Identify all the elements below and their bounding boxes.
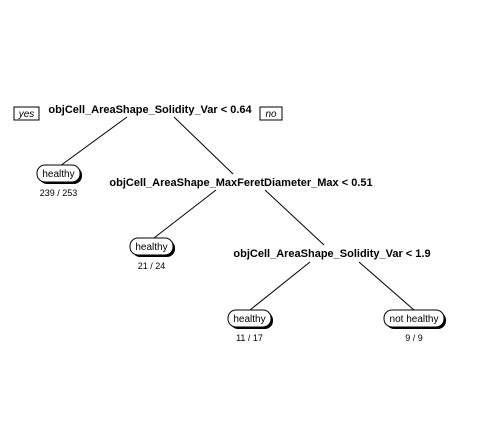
edge-root-to-split-2 xyxy=(173,116,234,175)
leaf-1-count: 239 / 253 xyxy=(40,188,78,198)
leaf-4-count: 9 / 9 xyxy=(405,333,423,343)
leaf-3-class: healthy xyxy=(233,314,265,325)
no-branch-label: no xyxy=(259,106,283,121)
leaf-1-class: healthy xyxy=(42,169,74,180)
leaf-4-class: not healthy xyxy=(390,314,439,325)
leaf-node-2: healthy 21 / 24 xyxy=(129,237,175,271)
edge-split-3-to-leaf-3 xyxy=(249,261,311,311)
no-label-text: no xyxy=(265,109,277,120)
edge-root-to-leaf-1 xyxy=(59,116,128,167)
split-node-3: objCell_AreaShape_Solidity_Var < 1.9 xyxy=(233,248,430,260)
leaf-2-count: 21 / 24 xyxy=(138,261,166,271)
split-node-2: objCell_AreaShape_MaxFeretDiameter_Max <… xyxy=(109,177,372,189)
split-node-root: objCell_AreaShape_Solidity_Var < 0.64 xyxy=(48,104,252,116)
leaf-2-class: healthy xyxy=(135,242,167,253)
yes-branch-label: yes xyxy=(13,106,40,121)
leaf-node-4: not healthy 9 / 9 xyxy=(383,309,446,343)
edge-split-2-to-leaf-2 xyxy=(153,189,217,239)
edge-split-2-to-split-3 xyxy=(264,189,325,246)
leaf-node-1: healthy 239 / 253 xyxy=(36,164,82,198)
yes-label-text: yes xyxy=(18,109,35,120)
leaf-node-3: healthy 11 / 17 xyxy=(227,309,273,343)
edge-split-3-to-leaf-4 xyxy=(358,261,415,311)
leaf-3-count: 11 / 17 xyxy=(236,333,263,343)
